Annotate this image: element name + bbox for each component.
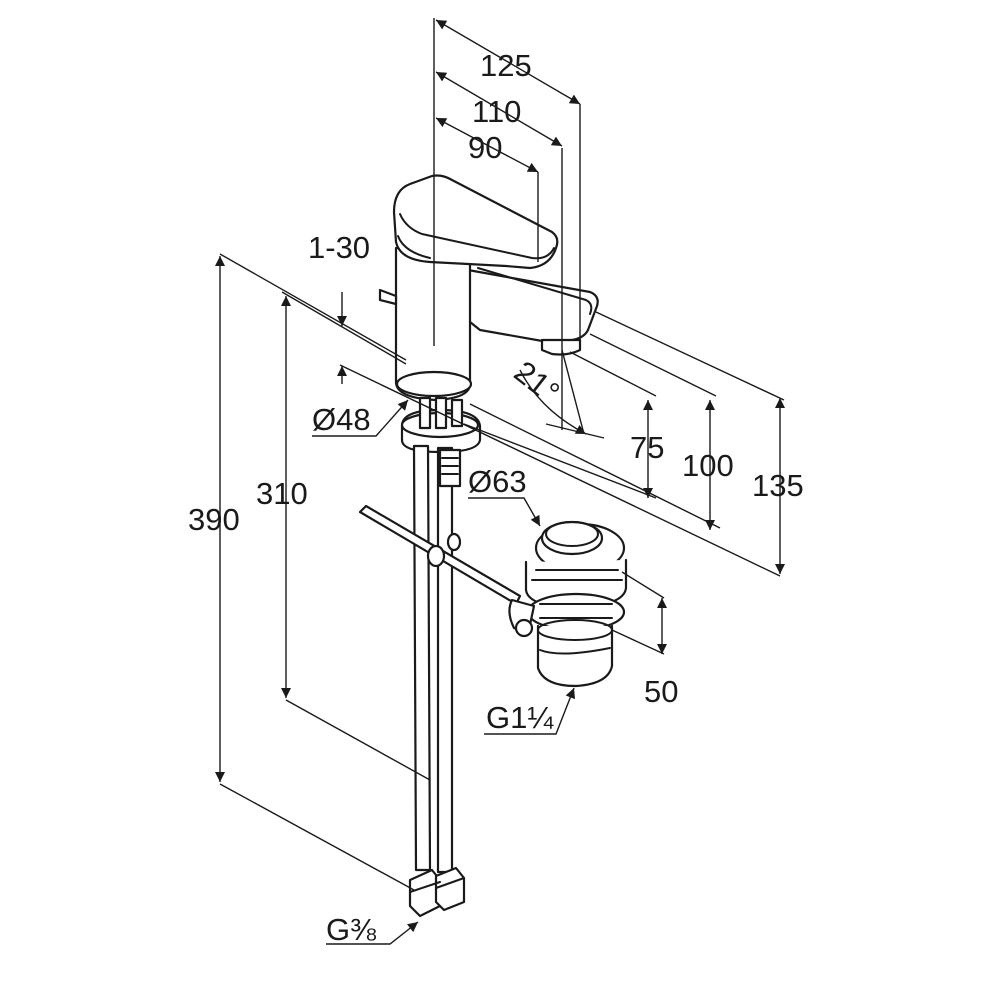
dim-label-deck-thickness: 1-30 bbox=[308, 230, 370, 265]
supply-hose-left bbox=[412, 444, 432, 872]
dim-label-waste-height: 50 bbox=[644, 674, 678, 709]
dim-label-310: 310 bbox=[256, 476, 308, 511]
dimension-labels: 125 110 90 1-30 390 310 135 100 75 21° Ø… bbox=[188, 48, 804, 947]
dim-label-125: 125 bbox=[480, 48, 532, 83]
dim-label-390: 390 bbox=[188, 502, 240, 537]
dim-label-90: 90 bbox=[468, 130, 502, 165]
dim-label-110: 110 bbox=[472, 94, 521, 129]
dim-label-waste-diameter: Ø63 bbox=[468, 464, 527, 499]
dim-label-spout-angle: 21° bbox=[508, 354, 566, 410]
dim-label-100: 100 bbox=[682, 448, 734, 483]
dim-label-135: 135 bbox=[752, 468, 804, 503]
popup-waste bbox=[508, 520, 628, 688]
dimension-lines bbox=[215, 19, 785, 945]
dim-label-hose-thread: G⅜ bbox=[326, 912, 376, 947]
faucet-assembly bbox=[358, 174, 628, 918]
popup-rod-knob bbox=[378, 288, 398, 306]
hose-connector-right bbox=[434, 866, 466, 912]
faucet-lever-handle bbox=[392, 174, 559, 270]
extension-lines bbox=[219, 18, 785, 891]
dim-label-75: 75 bbox=[630, 430, 664, 465]
spout-aerator bbox=[540, 338, 582, 356]
dim-label-body-diameter: Ø48 bbox=[312, 402, 371, 437]
supply-hose-right bbox=[436, 446, 454, 874]
dim-label-waste-thread: G1¼ bbox=[486, 700, 554, 735]
faucet-spout bbox=[466, 268, 599, 344]
